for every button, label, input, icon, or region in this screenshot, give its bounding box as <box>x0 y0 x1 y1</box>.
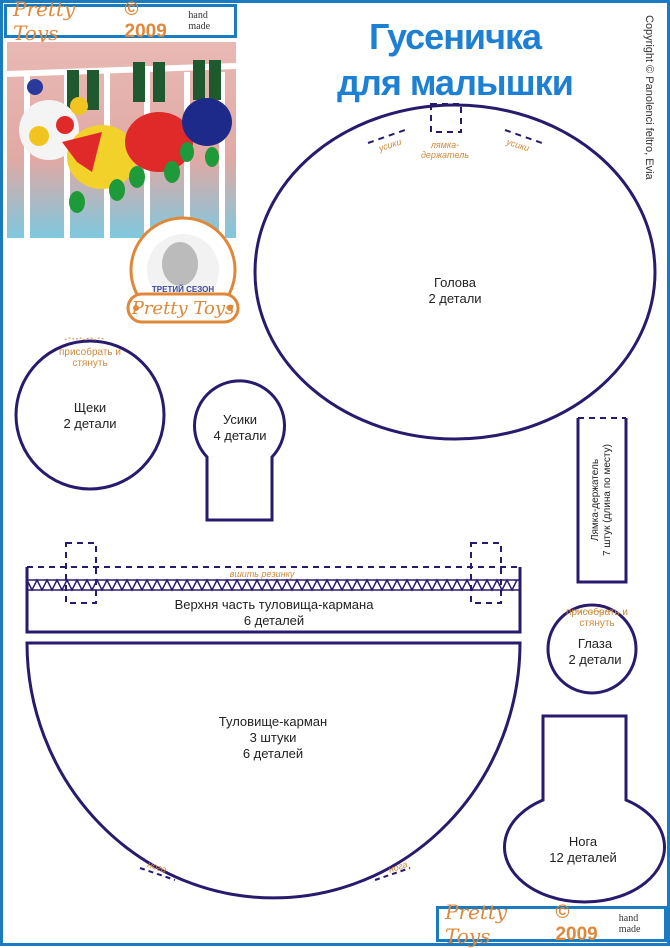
elastic-zigzag <box>26 578 518 592</box>
svg-text:Pretty Toys: Pretty Toys <box>131 298 235 319</box>
header-banner: Pretty Toys © 2009 hand made <box>4 0 237 45</box>
upper-body-outline <box>25 567 522 634</box>
eye-outline <box>546 603 638 695</box>
copyright-year: © 2009 <box>124 0 167 42</box>
body-outline <box>25 641 522 900</box>
svg-text:ТРЕТИЙ СЕЗОН: ТРЕТИЙ СЕЗОН <box>152 285 214 294</box>
strap-outline <box>576 418 628 584</box>
caterpillar-photo-illustration <box>7 60 236 238</box>
copyright-year: © 2009 <box>555 902 598 945</box>
leg-outline <box>503 714 666 904</box>
product-photo <box>7 42 236 238</box>
upper-body-note: вшить резинку <box>229 569 295 579</box>
handmade-label: hand made <box>618 913 641 935</box>
page-title-line2: для малышки <box>337 62 574 103</box>
page-title-line1: Гусеничка <box>368 16 542 57</box>
brand-logo: Pretty Toys <box>445 900 508 948</box>
cheek-outline <box>14 339 166 491</box>
cheek-note: присобрать и стянуть <box>58 347 122 369</box>
footer-banner: Pretty Toys © 2009 hand made <box>436 900 667 948</box>
antenna-outline <box>193 379 286 522</box>
handmade-label: hand made <box>188 10 211 32</box>
stamp-logo: Pretty Toys ТРЕТИЙ СЕЗОН <box>118 212 248 332</box>
eye-note: присобрать и стянуть <box>565 607 629 629</box>
brand-logo: Pretty Toys <box>13 0 76 45</box>
head-note-strap: лямка-держатель <box>420 140 470 160</box>
